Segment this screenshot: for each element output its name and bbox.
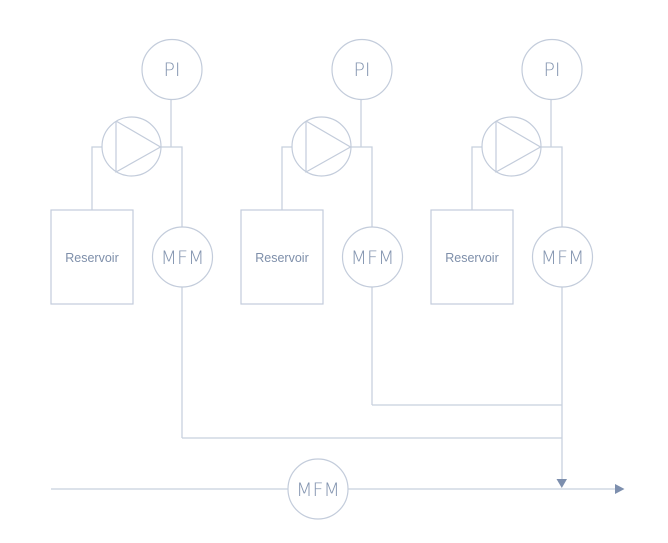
pump-icon[interactable] (291, 116, 352, 177)
arrow-down-icon (556, 479, 567, 488)
reservoir[interactable] (240, 209, 324, 305)
pump-icon[interactable] (101, 116, 162, 177)
branch-3: PI Reservoir (430, 38, 583, 305)
pressure-indicator-label: PI (543, 59, 560, 81)
main-mass-flow-meter-label: MFM (296, 479, 340, 501)
pump-discharge-line (351, 146, 373, 227)
reservoir-label: Reservoir (255, 251, 309, 265)
pump-discharge-line (161, 146, 183, 227)
mass-flow-meter-label: MFM (541, 247, 585, 269)
branch-1: PI Reservoir MFM (50, 38, 214, 438)
mass-flow-meter[interactable] (151, 226, 214, 288)
mass-flow-meter-label: MFM (161, 247, 205, 269)
branch-2: PI Reservoir MFM (240, 38, 404, 405)
pressure-indicator-label: PI (353, 59, 370, 81)
pump-suction-line (471, 146, 482, 210)
pump-icon[interactable] (481, 116, 542, 177)
pump-suction-line (91, 146, 102, 210)
reservoir-label: Reservoir (65, 251, 119, 265)
arrow-right-icon (615, 484, 625, 494)
mass-flow-meter-label: MFM (351, 247, 395, 269)
pressure-indicator[interactable] (521, 38, 583, 101)
pump-discharge-line (541, 146, 563, 227)
reservoir-label: Reservoir (445, 251, 499, 265)
reservoir[interactable] (50, 209, 134, 305)
mass-flow-meter[interactable] (531, 226, 594, 288)
mass-flow-meter[interactable] (341, 226, 404, 288)
pump-suction-line (281, 146, 292, 210)
reservoir[interactable] (430, 209, 514, 305)
pressure-indicator[interactable] (141, 38, 203, 101)
pressure-indicator-label: PI (163, 59, 180, 81)
main-mass-flow-meter[interactable] (287, 458, 349, 520)
pressure-indicator[interactable] (331, 38, 393, 101)
